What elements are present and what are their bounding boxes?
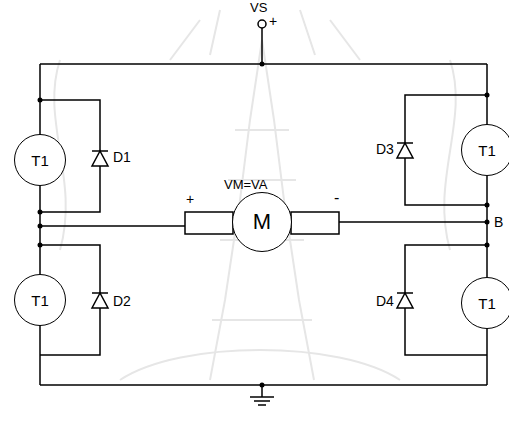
wire (39, 186, 41, 274)
supply-label: VS (250, 1, 267, 14)
polarity-sign: + (186, 192, 194, 206)
node-text: T1 (31, 292, 49, 309)
diode-symbol (92, 143, 413, 308)
polarity-sign: + (269, 14, 277, 28)
watermark (54, 10, 456, 380)
node-text: M (253, 209, 271, 235)
diode-label: D2 (113, 294, 131, 308)
diode-label: D3 (376, 142, 394, 156)
node-text: T1 (478, 142, 496, 159)
transistor-circle: T1 (14, 274, 66, 326)
diode-label: D1 (113, 150, 131, 164)
motor-circle: M (232, 192, 292, 252)
transistor-circle: T1 (14, 134, 66, 186)
wire (486, 176, 488, 277)
junction-dot (38, 62, 490, 388)
node-text: T1 (31, 152, 49, 169)
transistor-circle: T1 (461, 277, 509, 329)
node-label: B (494, 215, 503, 229)
polarity-sign: - (334, 190, 339, 206)
transistor-circle: T1 (461, 124, 509, 176)
node-text: T1 (478, 295, 496, 312)
diode-label: D4 (376, 294, 394, 308)
motor-voltage-label: VM=VA (224, 178, 267, 191)
